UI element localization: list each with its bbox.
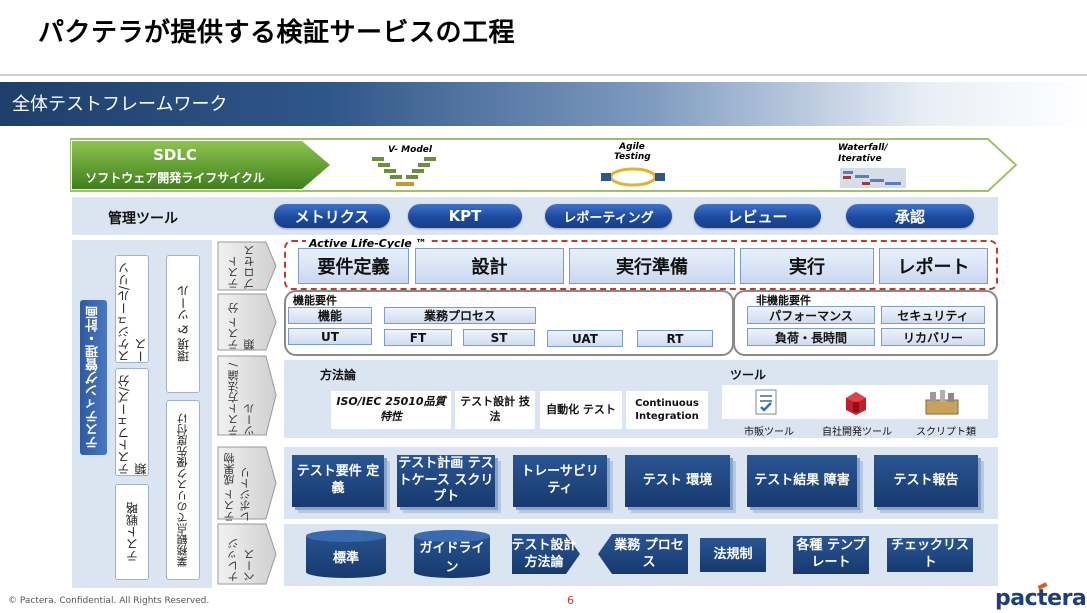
reporting-pill: レポーティング	[545, 204, 672, 228]
artifact-test-environment: テスト 環境	[625, 455, 730, 507]
knowledge-shapes	[306, 530, 688, 578]
sdlc-subtitle: ソフトウェア開発ライフサイクル	[85, 170, 265, 185]
row-label-chevrons	[217, 241, 277, 585]
nonfunc-recovery: リカバリー	[881, 328, 985, 346]
commercial-tool-icon	[755, 389, 777, 415]
artifact-requirements: テスト要件 定義	[292, 455, 384, 507]
artifact-traceability: トレーサビリ ティ	[513, 455, 607, 507]
nonfunc-security: セキュリティ	[881, 306, 985, 324]
method-test-design: テスト設計 技法	[455, 391, 535, 429]
knowledge-regulations: 法規制	[700, 538, 766, 572]
model-vmodel-label: V- Model	[388, 145, 432, 155]
row-label-classification: テスト 分類	[227, 302, 256, 351]
review-pill: レビュー	[694, 204, 821, 228]
method-automation: 自動化 テスト	[540, 391, 622, 429]
model-waterfall-label: Waterfall/ Iterative	[838, 143, 888, 164]
testing-management-planning-label: テスティング管理・計画	[80, 300, 107, 455]
vmodel-icon	[372, 157, 436, 186]
scripts-icon	[925, 390, 959, 415]
section-banner-text: 全体テストフレームワーク	[12, 94, 228, 115]
func-business-process: 業務プロセス	[384, 307, 536, 324]
management-band	[72, 197, 998, 235]
func-st: ST	[463, 329, 535, 346]
waterfall-icon	[840, 168, 906, 188]
step-design: 設計	[415, 248, 564, 284]
agile-cycle-icon	[601, 167, 665, 187]
non-functional-label: 非機能要件	[756, 294, 811, 307]
row-label-artifacts: テスト 成果物 レポジトリ	[223, 452, 252, 523]
knowledge-checklist: チェックリスト	[887, 538, 973, 572]
func-uat: UAT	[547, 330, 623, 347]
management-label: 管理ツール	[108, 211, 178, 227]
knowledge-test-design-method: テスト設計 方法論	[511, 538, 577, 570]
func-ft: FT	[384, 329, 452, 346]
section-banner	[0, 82, 1087, 126]
page-number: 6	[567, 594, 574, 607]
artifact-test-report: テスト報告	[874, 455, 978, 507]
knowledge-guidelines: ガイドライン	[419, 541, 485, 575]
methodology-label: 方法論	[320, 368, 357, 382]
artifact-test-results: テスト結果 障害	[747, 455, 857, 507]
metrics-pill: メトリクス	[274, 204, 390, 228]
row-label-method-tool: テスト方法論 /ツール	[227, 362, 256, 436]
copyright-text: © Pactera. Confidential. All Rights Rese…	[8, 596, 210, 606]
functional-label: 機能要件	[293, 294, 337, 307]
nonfunc-load-endurance: 負荷・長時間	[747, 328, 875, 346]
tool-commercial-label: 市販ツール	[744, 427, 794, 438]
method-ci: Continuous Integration	[626, 391, 708, 429]
tool-scripts-label: スクリプト類	[916, 427, 976, 438]
environment-tools-box: 環境 & ツール	[166, 255, 200, 393]
func-ut: UT	[288, 328, 372, 345]
func-function: 機能	[288, 307, 372, 324]
test-phase-box: テストフェーズ/分類	[115, 368, 149, 476]
step-execution: 実行	[740, 248, 874, 284]
lifecycle-label: Active Life-Cycle ™	[306, 237, 430, 250]
schedule-resource-box: スケジュール/リソース	[115, 255, 149, 363]
approval-pill: 承認	[846, 204, 974, 228]
title-divider	[0, 74, 1087, 76]
pactera-logo: pactera	[995, 586, 1087, 611]
page-title: パクテラが提供する検証サービスの工程	[38, 18, 516, 48]
in-house-tool-icon	[846, 392, 866, 415]
step-report: レポート	[879, 248, 988, 284]
row-label-knowledge: ナレッジ ベース	[227, 538, 256, 582]
func-rt: RT	[637, 330, 713, 347]
method-iso: ISO/IEC 25010品質特性	[331, 391, 451, 429]
step-preparation: 実行準備	[569, 248, 735, 284]
tools-label: ツール	[730, 368, 767, 382]
sdlc-arrow	[70, 138, 1018, 192]
step-requirements: 要件定義	[298, 248, 409, 284]
kpt-pill: KPT	[408, 204, 522, 228]
nonfunc-performance: パフォーマンス	[747, 306, 875, 324]
sdlc-title: SDLC	[153, 146, 197, 164]
knowledge-templates: 各種 テンプレート	[793, 536, 869, 574]
knowledge-standards: 標準	[332, 550, 359, 566]
tool-in-house-label: 自社開発ツール	[822, 427, 892, 438]
risk-prioritization-box: 業務観点でのリスク優先度付け	[166, 400, 200, 580]
knowledge-business-process: 業務 プロセス	[614, 538, 684, 570]
model-agile-label: Agile Testing	[614, 142, 651, 162]
test-strategy-box: テスト戦略	[115, 484, 149, 580]
row-label-process: テスト プロセス	[227, 245, 256, 289]
artifact-test-plan: テスト計画 テストケース スクリプト	[397, 455, 495, 507]
lifecycle-frame	[284, 240, 998, 290]
